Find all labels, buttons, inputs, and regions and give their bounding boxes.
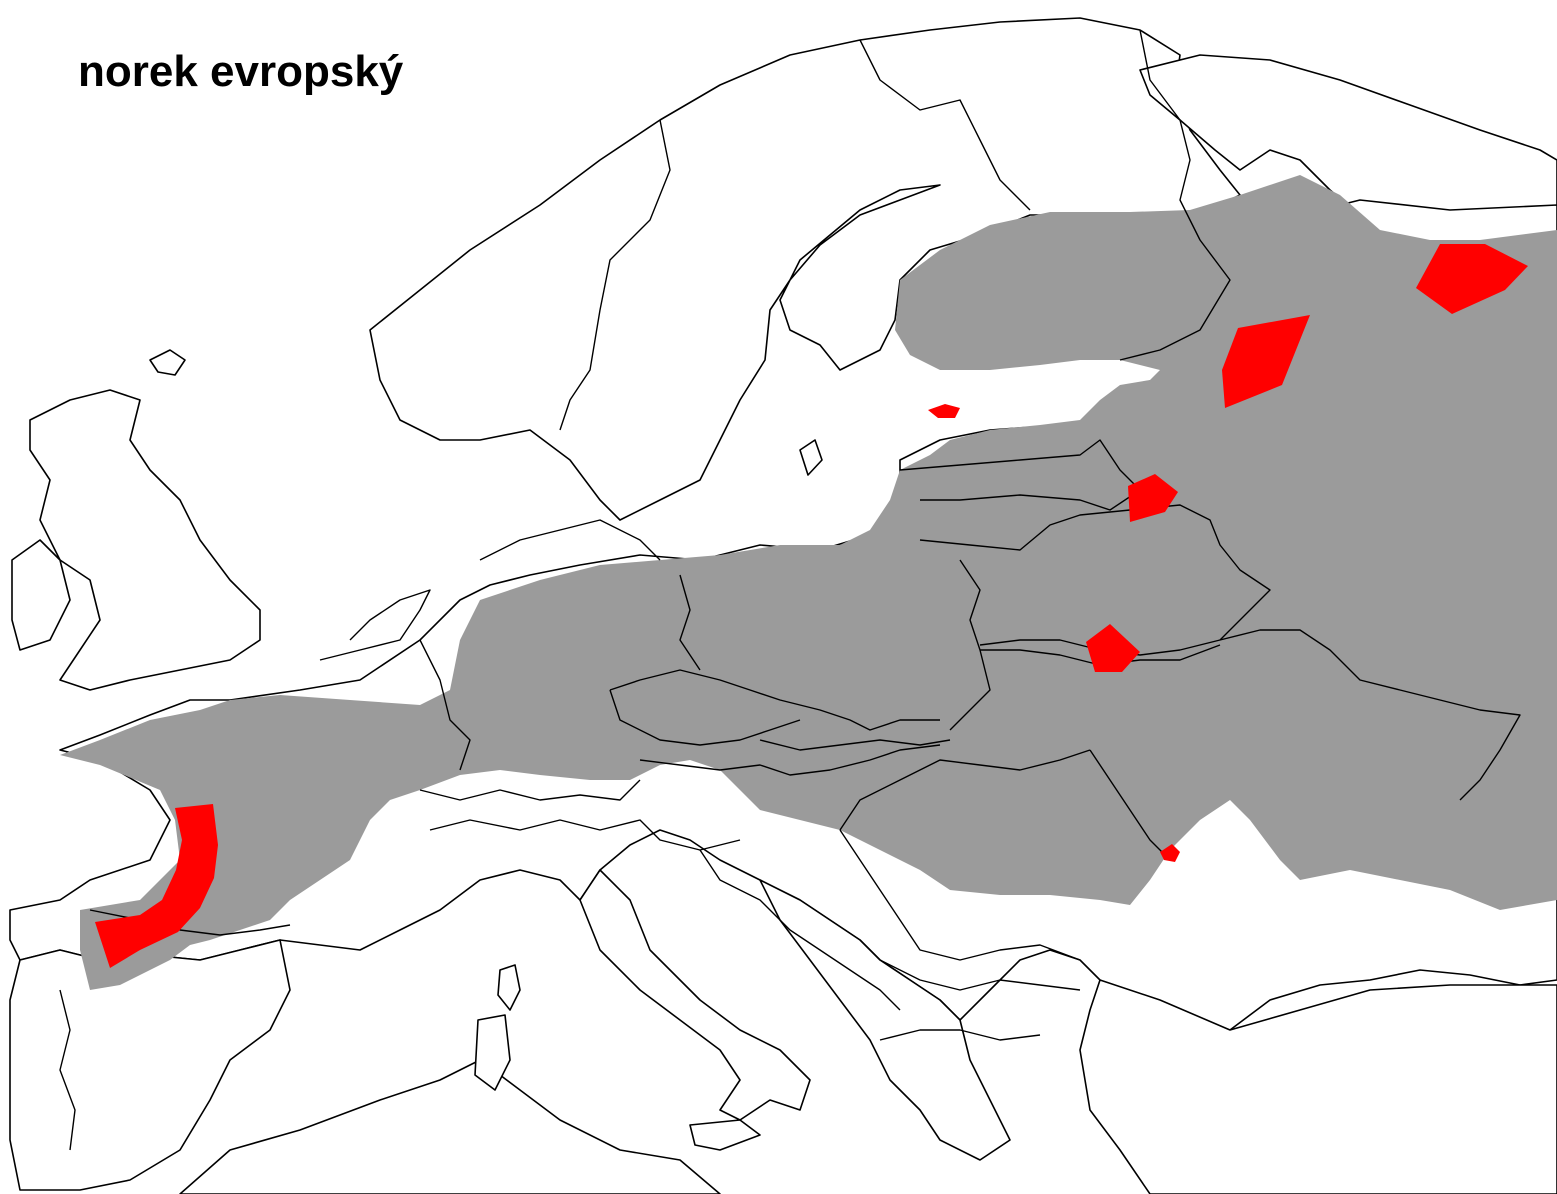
land-italy xyxy=(579,869,811,1121)
border-balkans-2 xyxy=(839,829,1081,961)
current-range-russia-east xyxy=(1416,244,1528,314)
border-hungary-romania xyxy=(839,749,1091,831)
current-range xyxy=(95,244,1528,968)
border-denmark xyxy=(479,519,661,561)
border-baltics xyxy=(899,439,1141,511)
current-range-belarus-north xyxy=(1128,474,1178,522)
current-range-france xyxy=(95,804,218,968)
land-anatolia xyxy=(1079,979,1557,1194)
historic-range xyxy=(60,175,1557,990)
historic-range-area xyxy=(60,175,1557,990)
land-iceland-shetland xyxy=(149,349,186,376)
country-borders xyxy=(59,29,1521,1151)
border-benelux xyxy=(319,589,431,661)
border-germany-poland xyxy=(679,574,701,671)
border-norway-sweden xyxy=(559,119,671,431)
land-sicily xyxy=(689,1119,761,1151)
land-great-britain xyxy=(29,389,261,691)
border-france-switzerland xyxy=(419,779,641,801)
border-austria-hungary xyxy=(639,744,941,776)
current-range-estonia xyxy=(928,404,960,418)
land-balkans xyxy=(759,879,1011,1161)
border-ukraine-russia xyxy=(1219,629,1521,801)
border-sweden-finland xyxy=(859,39,1031,211)
border-czech-south xyxy=(609,689,801,746)
land-ireland xyxy=(11,539,71,651)
border-balkans-3 xyxy=(879,959,1081,991)
border-slovakia-hungary xyxy=(759,739,951,751)
current-range-danube-delta xyxy=(1160,844,1180,862)
border-greece xyxy=(879,1029,1041,1041)
land-sardinia xyxy=(474,1014,511,1091)
land-corsica xyxy=(497,964,521,1011)
border-alps xyxy=(429,819,741,851)
border-france-germany xyxy=(419,639,471,771)
land-gotland xyxy=(799,439,823,476)
border-spain-portugal xyxy=(59,989,76,1151)
map-title: norek evropský xyxy=(78,47,404,96)
current-range-belarus-south xyxy=(1086,624,1140,672)
current-range-russia-west xyxy=(1222,315,1310,408)
land-north-africa xyxy=(179,1059,721,1194)
land-scandinavia xyxy=(369,17,1241,521)
border-balkans-1 xyxy=(699,849,901,1011)
border-finland-russia xyxy=(1119,29,1231,361)
border-romania-moldova xyxy=(1089,749,1171,861)
border-czech xyxy=(609,669,940,731)
